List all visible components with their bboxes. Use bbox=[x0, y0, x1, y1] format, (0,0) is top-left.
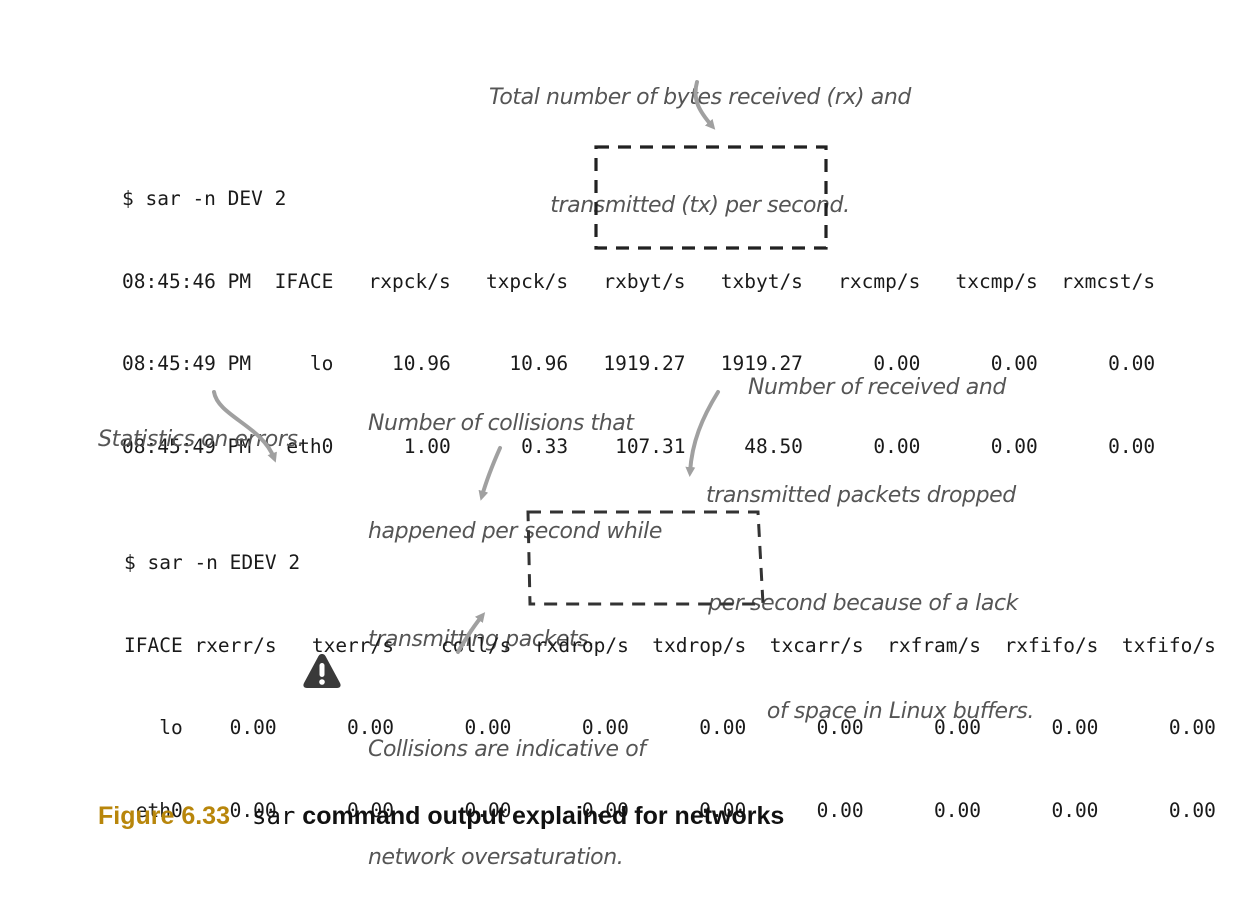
dropped-annotation-line: transmitted packets dropped bbox=[706, 483, 1016, 508]
bytes-annotation-line: Total number of bytes received (rx) and bbox=[489, 85, 911, 110]
collisions-annotation: Number of collisions that happened per s… bbox=[368, 334, 662, 694]
drop-highlight-box bbox=[526, 510, 765, 606]
sar-edev-command: $ sar -n EDEV 2 bbox=[124, 551, 301, 574]
collisions-arrow bbox=[478, 446, 502, 501]
sar-dev-output: $ sar -n DEV 2 08:45:46 PM IFACE rxpck/s… bbox=[122, 130, 1155, 488]
warning-annotation-line: Collisions are indicative of bbox=[368, 737, 646, 762]
collisions-annotation-line: transmitting packets. bbox=[368, 627, 595, 652]
errors-annotation: Statistics on errors. bbox=[98, 350, 305, 494]
sar-dev-row-eth0: 08:45:49 PM eth0 1.00 0.33 107.31 48.50 … bbox=[122, 434, 1156, 458]
bytes-highlight-box bbox=[594, 145, 828, 250]
errors-arrow bbox=[212, 390, 277, 463]
sar-dev-command: $ sar -n DEV 2 bbox=[122, 187, 287, 210]
dropped-annotation-line: of space in Linux buffers. bbox=[766, 699, 1034, 724]
caption-text: command output explained for networks bbox=[295, 802, 785, 830]
bytes-arrow bbox=[693, 80, 716, 130]
collisions-annotation-line: happened per second while bbox=[368, 519, 663, 544]
sar-edev-row-lo: lo 0.00 0.00 0.00 0.00 0.00 0.00 0.00 0.… bbox=[124, 716, 1216, 739]
bytes-annotation: Total number of bytes received (rx) and … bbox=[470, 8, 930, 260]
annotation-overlay bbox=[212, 80, 828, 654]
dropped-annotation-line: Number of received and bbox=[748, 375, 1006, 400]
collisions-annotation-line: Number of collisions that bbox=[368, 411, 634, 436]
sar-dev-header: 08:45:46 PM IFACE rxpck/s txpck/s rxbyt/… bbox=[122, 269, 1156, 293]
figure-caption: Figure 6.33 sar command output explained … bbox=[98, 802, 784, 831]
warning-arrow bbox=[456, 612, 486, 654]
caption-command: sar bbox=[252, 802, 296, 830]
figure-number: Figure 6.33 bbox=[98, 802, 230, 830]
bytes-annotation-line: transmitted (tx) per second. bbox=[550, 193, 850, 218]
sar-dev-row-lo: 08:45:49 PM lo 10.96 10.96 1919.27 1919.… bbox=[122, 352, 1156, 375]
dropped-arrow bbox=[685, 390, 720, 477]
sar-edev-output: $ sar -n EDEV 2 IFACE rxerr/s txerr/s co… bbox=[124, 494, 1216, 852]
sar-edev-row-eth0: eth0 0.00 0.00 0.00 0.00 0.00 0.00 0.00 … bbox=[124, 798, 1216, 822]
errors-annotation-line: Statistics on errors. bbox=[98, 427, 305, 452]
sar-edev-header: IFACE rxerr/s txerr/s coll/s rxdrop/s tx… bbox=[124, 633, 1216, 657]
warning-icon bbox=[303, 654, 341, 688]
